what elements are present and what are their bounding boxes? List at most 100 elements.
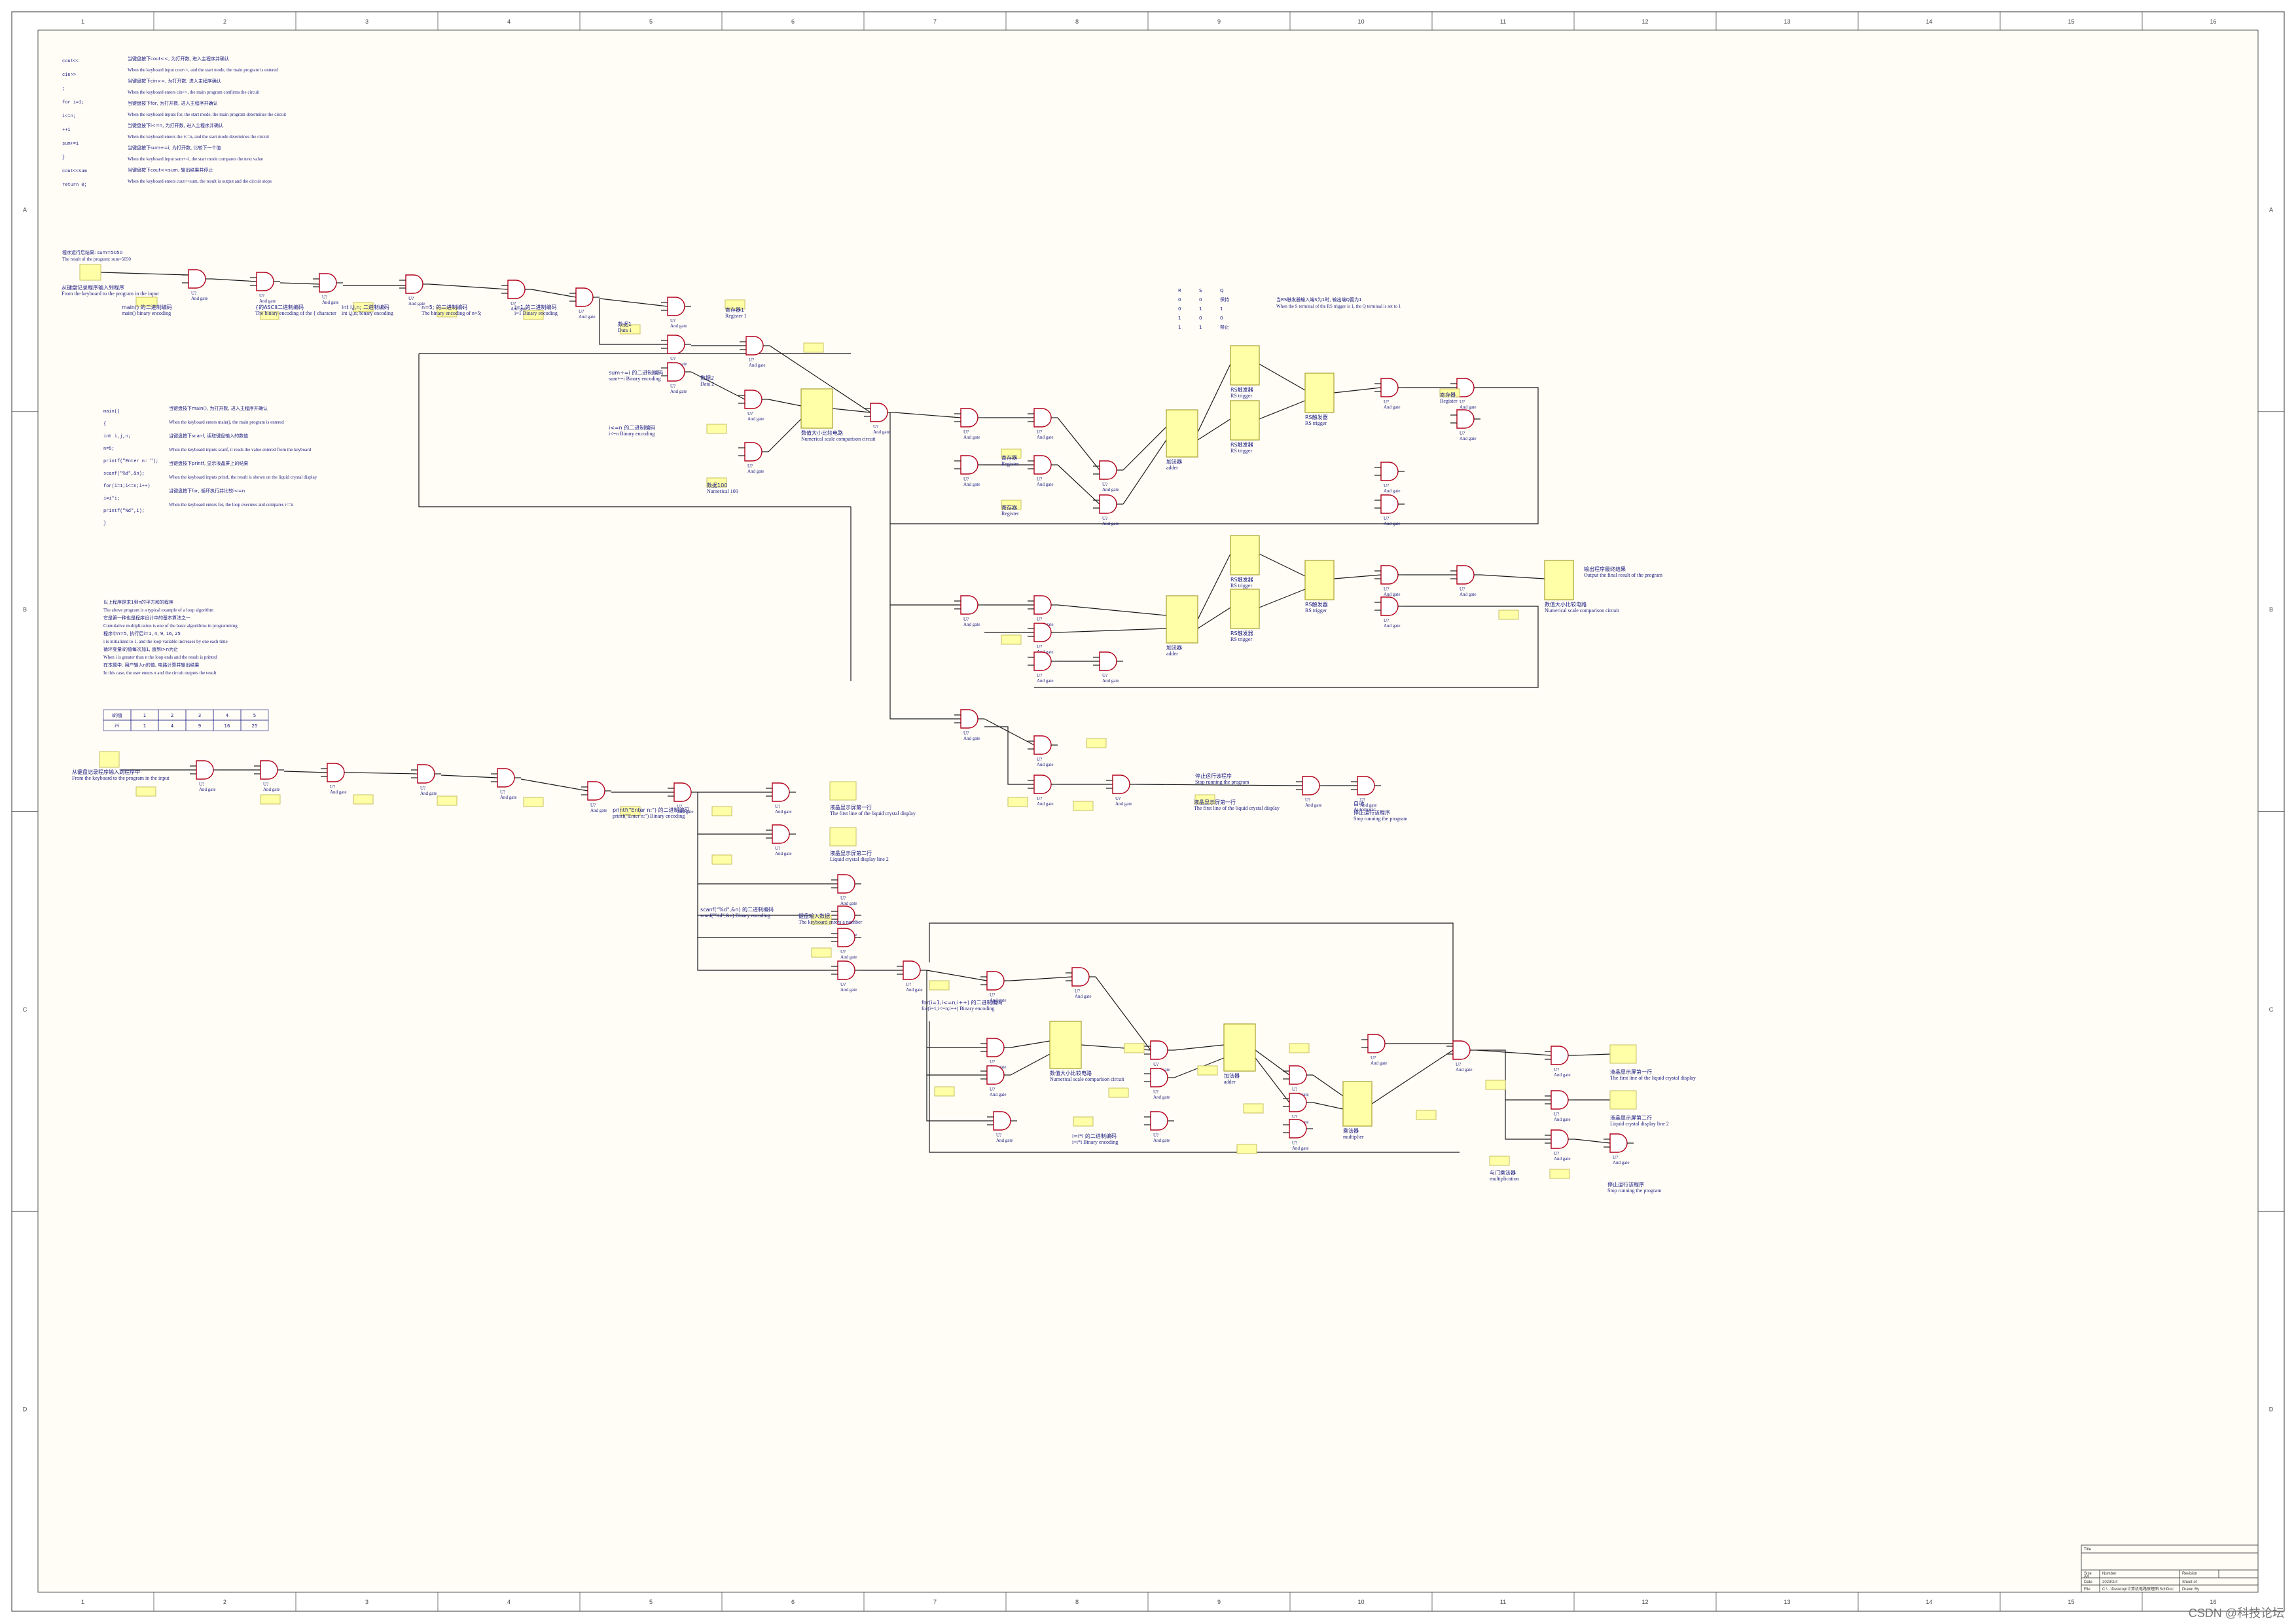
table-cell: i*i [115, 723, 119, 729]
gate-type: And gate [322, 300, 338, 305]
scanf-label-en: scanf("%d",&n) Binary encoding [700, 913, 770, 919]
gate-type: And gate [199, 787, 215, 792]
register-box [1197, 1065, 1218, 1076]
lcd-line-1b-cn: 液晶显示屏第一行 [830, 804, 872, 811]
gate-type: And gate [677, 809, 693, 814]
block-label-en: RS trigger [1230, 393, 1252, 399]
gate-ref: U? [677, 804, 682, 809]
register-box [353, 794, 374, 805]
and-gate: U?And gate [569, 287, 600, 319]
gate-type: And gate [579, 314, 595, 319]
and-multiplier-cn: 与门乘法器 [1490, 1169, 1516, 1176]
and-gate: U?And gate [668, 782, 698, 814]
code-line: int i,j,n; [103, 434, 131, 439]
and-gate: U?And gate [321, 763, 351, 795]
register-box [1236, 1144, 1257, 1154]
gate-ref: U? [1153, 1062, 1158, 1067]
gate-ref: U? [1037, 644, 1042, 649]
register-box [1001, 448, 1022, 459]
functional-block [1544, 560, 1574, 600]
col-number-bottom: 15 [2068, 1599, 2074, 1605]
keyboard-block-2-en: From the keyboard to the program in the … [72, 775, 170, 781]
lcd-line-1-en: The first line of the liquid crystal dis… [1194, 805, 1280, 811]
for-label-en: for(i=1;i<=n;i++) Binary encoding [922, 1006, 994, 1012]
code-line: { [103, 422, 106, 427]
and-gate: U?And gate [1545, 1046, 1575, 1078]
gate-ref: U? [1384, 483, 1389, 488]
gate-ref: U? [1075, 989, 1080, 994]
register-box [1243, 1103, 1264, 1114]
code-line: for(i=1;i<=n;i++) [103, 484, 150, 489]
code-line: n=5; [103, 447, 115, 452]
col-number-bottom: 10 [1357, 1599, 1364, 1605]
gate-ref: U? [873, 424, 878, 429]
gate-ref: U? [670, 384, 675, 389]
and-gate: U?And gate [1361, 1034, 1391, 1066]
code-line: for i=1; [62, 100, 84, 105]
register-box [135, 786, 156, 797]
note-line: When the keyboard inputs scanf, it reads… [169, 447, 312, 452]
register-box [260, 311, 279, 320]
row1-label-en: i=1 Binary encoding [514, 310, 558, 316]
and-gate: U?And gate [1028, 735, 1058, 767]
and-gate: U?And gate [1028, 455, 1058, 487]
gate-type: And gate [1384, 405, 1400, 410]
register-box [1416, 1110, 1437, 1120]
automatic-en: Automatic [1354, 807, 1376, 812]
for-label-cn: for(i=1;i<=n;i++) 的二进制编码 [922, 999, 1003, 1006]
explain-line: The above program is a typical example o… [103, 608, 214, 613]
gate-type: And gate [747, 469, 764, 474]
register-box [811, 947, 832, 958]
explain-line: 循环变量i的值每次加1, 直到i>n为止 [103, 646, 178, 652]
and-gate: U?And gate [1604, 1133, 1634, 1165]
note-line: When the keyboard enters for, the loop e… [169, 502, 294, 507]
register-box [1086, 738, 1107, 748]
explain-line: 以上程序是求1到n的平方和的程序 [103, 599, 173, 605]
gate-ref: U? [1292, 1140, 1297, 1146]
and-gate: U?And gate [399, 274, 429, 306]
gate-ref: U? [996, 1133, 1001, 1138]
result-caption-en: The result of the program: sum=5050 [62, 257, 131, 262]
block-label-cn: RS触发器 [1230, 576, 1253, 583]
row1-label-cn: i=1 的二进制编码 [514, 304, 557, 310]
code-line: cout<<sum [62, 169, 87, 174]
gate-type: And gate [408, 301, 425, 306]
gate-ref: U? [1371, 1055, 1376, 1061]
register-box [711, 854, 732, 865]
gate-ref: U? [775, 846, 780, 851]
code-line: printf("%d",i); [103, 509, 145, 514]
data-2-en: Data 2 [700, 381, 714, 387]
explain-line: 它是第一种也是程序设计中的基本算法之一 [103, 615, 190, 621]
row1-label-cn: n=5; 的二进制编码 [422, 304, 467, 310]
register-en: Register [1001, 461, 1019, 467]
rs-table-cell: 保持 [1220, 297, 1229, 302]
block-label-en: RS trigger [1305, 608, 1327, 613]
lcd-line-2-en: Liquid crystal display line 2 [830, 856, 889, 862]
code-line: cout<< [62, 59, 79, 64]
gate-ref: U? [963, 477, 969, 482]
and-gate: U?And gate [1446, 1040, 1477, 1072]
and-gate: U?And gate [1093, 460, 1123, 492]
gate-type: And gate [1037, 762, 1053, 767]
stop-program-en: Stop running the program [1354, 816, 1408, 822]
lcd-line-2c-cn: 液晶显示屏第二行 [1610, 1114, 1652, 1121]
register-box [1609, 1090, 1637, 1110]
gate-ref: U? [1037, 617, 1042, 622]
gate-type: And gate [1613, 1160, 1629, 1165]
register-cn: 寄存器 [1440, 392, 1456, 398]
tb-date-label: Date [2084, 1580, 2092, 1584]
block-label-en: RS trigger [1230, 636, 1252, 642]
stop-program-2-en: Stop running the program [1607, 1188, 1662, 1194]
note-line: 当键盘按下cin>>, 为打开数, 进入主程序确认 [128, 78, 221, 84]
functional-block [1166, 409, 1198, 458]
final-output-cn: 输出程序最终结果 [1584, 566, 1626, 572]
gate-ref: U? [840, 982, 846, 987]
col-number-bottom: 13 [1784, 1599, 1790, 1605]
gate-type: And gate [1115, 801, 1132, 807]
and-gate: U?And gate [250, 272, 280, 304]
col-number-bottom: 12 [1641, 1599, 1648, 1605]
table-cell: i的值 [112, 712, 122, 718]
gate-ref: U? [963, 429, 969, 435]
numeric-100-en: Numerical 100 [707, 488, 738, 494]
and-gate: U?And gate [1028, 623, 1058, 655]
